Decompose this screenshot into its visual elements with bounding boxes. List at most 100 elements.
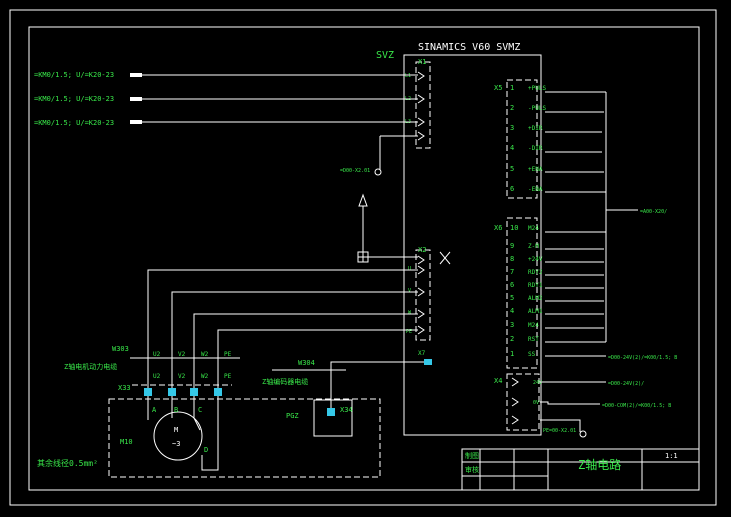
- svg-text:3: 3: [510, 321, 514, 329]
- title-block: 制图 审核 Z轴电路 1:1: [461, 448, 700, 491]
- x5-bundle-ref: =A00-X20/: [640, 209, 667, 215]
- input-ref-2: =KM0/1.5; U/=K20-23: [34, 95, 114, 103]
- x5-connector: X5 1 2 3 4 5 6 +PULS -PULS +DIR -DIR +EN…: [494, 79, 546, 199]
- svg-text:8: 8: [510, 255, 514, 263]
- svg-text:RDY1: RDY1: [528, 282, 543, 289]
- svg-text:W: W: [408, 310, 412, 316]
- svg-text:L1: L1: [405, 73, 411, 79]
- ground-ref: =D00-X2.01: [340, 168, 370, 174]
- x4-24v-ref: =D00-24V(2)/: [608, 381, 644, 387]
- inner-frame: [28, 26, 700, 491]
- svg-text:RST: RST: [528, 336, 539, 343]
- svg-text:-DIR: -DIR: [528, 145, 543, 152]
- svg-text:3: 3: [510, 124, 514, 132]
- svg-text:X1: X1: [418, 58, 426, 66]
- drive-model: SINAMICS V60 SVMZ: [418, 42, 520, 53]
- motor-tag: M10: [120, 438, 133, 446]
- x7-tag: X7: [418, 350, 426, 357]
- power-cable-w303: W303 Z轴电机动力电缆 U2 V2 W2 PE: [64, 345, 240, 371]
- w304-label: W304: [298, 359, 315, 367]
- svg-text:1: 1: [510, 350, 514, 358]
- svg-text:ALM2: ALM2: [528, 295, 543, 302]
- svg-text:PE: PE: [224, 351, 232, 358]
- filter-symbol: [357, 193, 418, 263]
- svg-text:B: B: [174, 406, 178, 414]
- svg-text:+PULS: +PULS: [528, 85, 546, 92]
- svg-text:V2: V2: [178, 373, 186, 380]
- outer-frame: [9, 9, 717, 506]
- svg-text:X2: X2: [418, 246, 426, 254]
- svg-text:PE: PE: [224, 373, 232, 380]
- svg-text:+24V: +24V: [528, 256, 543, 263]
- x34-tag: X34: [340, 406, 353, 414]
- svg-text:5: 5: [510, 294, 514, 302]
- pe-ref: PE=00-X2.01: [543, 428, 576, 434]
- svg-text:X4: X4: [494, 377, 502, 385]
- svg-text:4: 4: [510, 144, 514, 152]
- motor-power-wires: [147, 269, 418, 395]
- svg-text:-PULS: -PULS: [528, 105, 546, 112]
- svg-text:PE: PE: [406, 329, 412, 335]
- motor-box: M10 M ~3 A B C D PGZ X34: [108, 396, 381, 478]
- svg-text:4: 4: [510, 307, 514, 315]
- svg-text:SS: SS: [528, 351, 536, 358]
- x4-connector: X4 24V 0V =D00-24V(2)/ =D00-COM(2)/=K00/…: [494, 373, 671, 438]
- svg-text:1: 1: [510, 84, 514, 92]
- svg-text:W2: W2: [201, 351, 209, 358]
- svg-text:10: 10: [510, 224, 518, 232]
- x6-bus-ref: =D00-24V(2)/=K00/1.5; B: [608, 355, 677, 361]
- svg-text:7: 7: [510, 268, 514, 276]
- title-row1-label: 制图: [465, 451, 479, 460]
- svg-text:+DIR: +DIR: [528, 125, 543, 132]
- wire-gauge-note: 其余线径0.5mm²: [37, 458, 98, 468]
- x4-0v-ref: =D00-COM(2)/=K00/1.5; B: [602, 403, 671, 409]
- svg-text:2: 2: [510, 104, 514, 112]
- drive-module: SVZ SINAMICS V60 SVMZ: [376, 42, 542, 436]
- svg-text:C: C: [198, 406, 202, 414]
- svg-text:A: A: [152, 406, 157, 414]
- svg-text:24V: 24V: [533, 380, 542, 386]
- svg-text:M: M: [174, 426, 178, 434]
- svg-text:X5: X5: [494, 84, 502, 92]
- x33-tag: X33: [118, 384, 131, 392]
- input-ref-1: =KM0/1.5; U/=K20-23: [34, 71, 114, 79]
- encoder-cable-w304: W304 Z轴编码器电缆 X7: [262, 350, 432, 408]
- svg-text:0V: 0V: [533, 400, 539, 406]
- svg-text:D: D: [204, 446, 208, 454]
- svg-text:M24: M24: [528, 225, 539, 232]
- svg-text:U2: U2: [153, 373, 161, 380]
- signal-bundle: =A00-X20/ =D00-24V(2)/=K00/1.5; B: [545, 91, 677, 361]
- svg-text:~3: ~3: [172, 440, 180, 448]
- svg-text:U2: U2: [153, 351, 161, 358]
- svg-text:6: 6: [510, 281, 514, 289]
- svg-text:ALM1: ALM1: [528, 308, 543, 315]
- input-ref-3: =KM0/1.5; U/=K20-23: [34, 119, 114, 127]
- svg-text:V2: V2: [178, 351, 186, 358]
- drawing-title: Z轴电路: [578, 457, 621, 472]
- drawing-scale: 1:1: [665, 452, 678, 460]
- svg-text:-ENA: -ENA: [528, 186, 543, 193]
- x33-connector: X33 U2 V2 W2 PE: [118, 373, 232, 396]
- drive-label: SVZ: [376, 50, 394, 61]
- svg-text:U: U: [408, 266, 411, 272]
- title-row2-label: 审核: [465, 465, 479, 474]
- encoder-tag: PGZ: [286, 412, 299, 420]
- encoder-cable-label: Z轴编码器电缆: [262, 377, 308, 386]
- svg-text:5: 5: [510, 165, 514, 173]
- svg-text:M24: M24: [528, 322, 539, 329]
- svg-text:6: 6: [510, 185, 514, 193]
- svg-text:W2: W2: [201, 373, 209, 380]
- svg-text:V: V: [408, 288, 411, 294]
- svg-text:+ENA: +ENA: [528, 166, 543, 173]
- x2-connector: X2 U V W PE: [406, 246, 451, 341]
- ground-terminal: =D00-X2.01: [340, 135, 418, 176]
- svg-text:Z-M: Z-M: [528, 243, 539, 250]
- w303-label: W303: [112, 345, 129, 353]
- svg-text:9: 9: [510, 242, 514, 250]
- motor-symbol: [153, 411, 203, 461]
- svg-text:2: 2: [510, 335, 514, 343]
- input-lines: =KM0/1.5; U/=K20-23 =KM0/1.5; U/=K20-23 …: [34, 71, 418, 127]
- x1-connector: X1 L1 L2 L3: [405, 58, 431, 149]
- power-cable-label: Z轴电机动力电缆: [64, 362, 117, 371]
